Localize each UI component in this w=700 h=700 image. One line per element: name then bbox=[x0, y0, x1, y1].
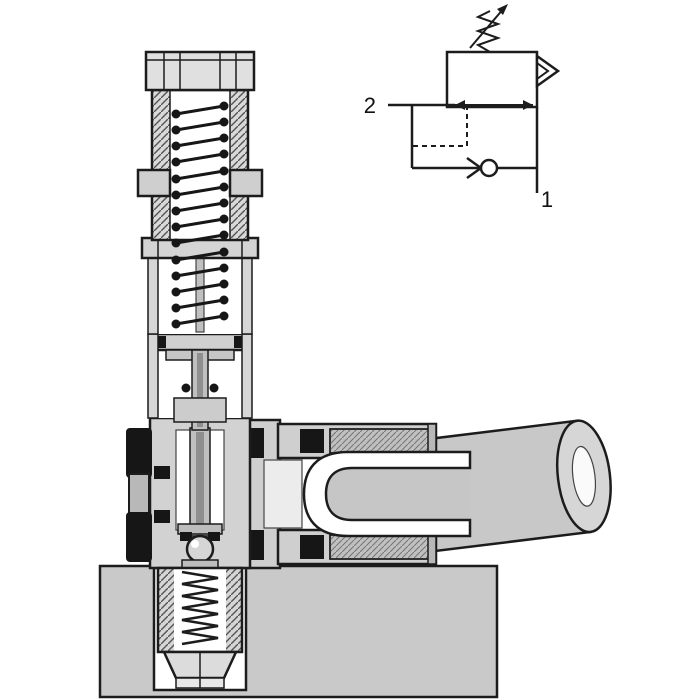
oring-right bbox=[209, 383, 219, 393]
housing-wall-left bbox=[147, 255, 159, 335]
flow-arrowhead-right bbox=[523, 100, 533, 110]
stem-guide bbox=[173, 397, 227, 423]
left-seal-stack bbox=[126, 428, 152, 562]
nut-left bbox=[136, 168, 172, 198]
tube-section bbox=[302, 450, 472, 538]
flow-arrowhead-left bbox=[455, 100, 465, 110]
seat-seal-right bbox=[208, 532, 220, 541]
tube-wall-section bbox=[302, 450, 472, 538]
stem-upper-core bbox=[197, 353, 203, 427]
stud-thread-right bbox=[226, 568, 242, 652]
adjust-arrow-line bbox=[469, 7, 505, 49]
collet-bottom-hatch bbox=[329, 534, 433, 560]
body-seal-lower bbox=[154, 510, 170, 523]
cap-body bbox=[144, 50, 256, 92]
check-seat-top bbox=[466, 156, 482, 170]
oring-left bbox=[181, 383, 191, 393]
valve-body bbox=[148, 416, 252, 570]
relief-pennant-chevron bbox=[536, 62, 550, 80]
stud-thread-left bbox=[158, 568, 174, 652]
left-seal-bottom bbox=[126, 512, 152, 562]
regulator-box bbox=[445, 50, 539, 109]
tube-bore-end bbox=[571, 445, 597, 507]
fitting-bore bbox=[263, 459, 303, 529]
body-seal-upper bbox=[154, 466, 170, 479]
valve-ball bbox=[185, 534, 215, 564]
lock-nut bbox=[136, 168, 264, 198]
lower-spring bbox=[181, 570, 219, 646]
piston-plate bbox=[150, 332, 250, 352]
housing-wall-right bbox=[241, 255, 253, 335]
fitting-seal-top bbox=[300, 429, 324, 453]
bonnet-thread-right bbox=[230, 90, 248, 240]
pilot-line-dashed bbox=[412, 105, 468, 147]
threaded-bonnet bbox=[150, 88, 250, 242]
schematic-symbol: 2 1 bbox=[364, 4, 561, 212]
adjustment-cap bbox=[144, 50, 256, 92]
port-1-label: 1 bbox=[541, 187, 553, 212]
port-2-label: 2 bbox=[364, 93, 376, 118]
mid-wall-left bbox=[147, 333, 159, 419]
interface-seal-top bbox=[250, 428, 264, 458]
seat-seal-left bbox=[180, 532, 192, 541]
check-valve-ball bbox=[479, 158, 499, 178]
collet-top-hatch bbox=[329, 428, 433, 454]
left-spacer bbox=[128, 473, 150, 515]
bonnet-thread-left bbox=[152, 90, 170, 240]
spring-housing bbox=[147, 251, 253, 335]
threaded-stud bbox=[156, 566, 244, 689]
tube-inner-surface bbox=[326, 468, 470, 520]
nut-right bbox=[228, 168, 264, 198]
mid-wall-right bbox=[241, 333, 253, 419]
spring-symbol bbox=[474, 10, 502, 53]
mid-section bbox=[147, 332, 253, 431]
fitting-seal-bottom bbox=[300, 535, 324, 559]
check-seat-bottom bbox=[466, 166, 482, 180]
left-seal-top bbox=[126, 428, 152, 478]
stem-core bbox=[196, 432, 204, 532]
adjust-arrowhead bbox=[497, 4, 508, 15]
ball-highlight bbox=[191, 540, 199, 548]
valve-seat-upper bbox=[177, 523, 223, 535]
interface-seal-bottom bbox=[250, 530, 264, 560]
